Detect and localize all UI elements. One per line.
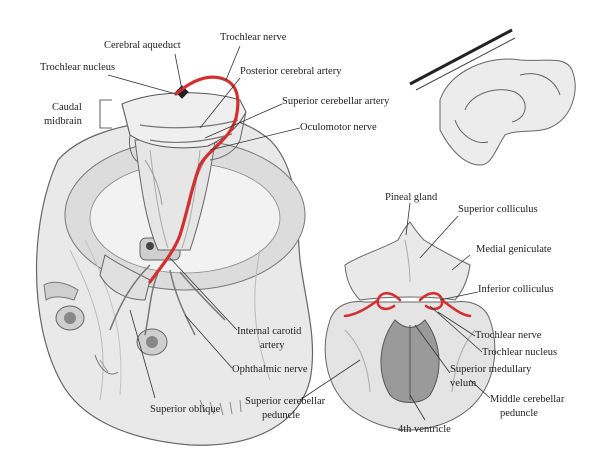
label-cerebral-aqueduct: Cerebral aqueduct	[104, 40, 181, 51]
label-artery: artery	[260, 340, 285, 351]
label-medial-geniculate: Medial geniculate	[476, 244, 552, 255]
dorsal-brainstem-drawing	[325, 222, 495, 430]
label-peduncle-left: peduncle	[262, 410, 300, 421]
label-superior-colliculus: Superior colliculus	[458, 204, 538, 215]
label-inferior-colliculus: Inferior colliculus	[478, 284, 554, 295]
label-ophthalmic-nerve: Ophthalmic nerve	[232, 364, 308, 375]
label-middle-cerebellar: Middle cerebellar	[490, 394, 565, 405]
label-trochlear-nucleus-top: Trochlear nucleus	[40, 62, 115, 73]
label-peduncle-right: peduncle	[500, 408, 538, 419]
label-midbrain: midbrain	[44, 116, 83, 127]
label-superior-oblique: Superior oblique	[150, 404, 221, 415]
label-trochlear-nerve-right: Trochlear nerve	[475, 330, 542, 341]
label-velum: velum	[450, 378, 476, 389]
label-internal-carotid: Internal carotid	[237, 326, 302, 337]
label-superior-medullary: Superior medullary	[450, 364, 532, 375]
label-superior-cerebellar-artery: Superior cerebellar artery	[282, 96, 390, 107]
label-4th-ventricle: 4th ventricle	[398, 424, 451, 435]
label-oculomotor-nerve: Oculomotor nerve	[300, 122, 377, 133]
label-superior-cerebellar: Superior cerebellar	[245, 396, 326, 407]
label-trochlear-nerve-top: Trochlear nerve	[220, 32, 287, 43]
label-trochlear-nucleus-right: Trochlear nucleus	[482, 347, 557, 358]
label-posterior-cerebral-artery: Posterior cerebral artery	[240, 66, 342, 77]
label-pineal-gland: Pineal gland	[385, 192, 438, 203]
label-caudal: Caudal	[52, 102, 82, 113]
probe-sketch	[410, 30, 575, 165]
